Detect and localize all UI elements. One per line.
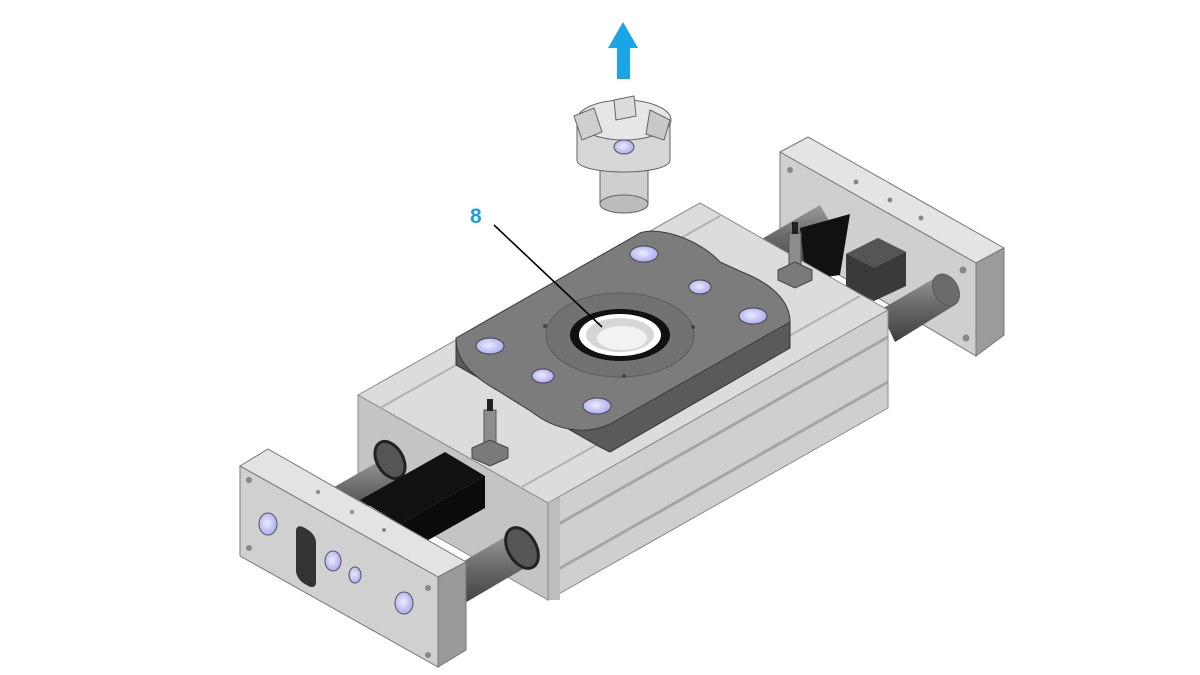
plate-screws [475,245,768,415]
coupling-part [573,95,672,214]
port-screw-1 [258,512,278,536]
port-screw-4 [394,591,414,615]
direction-arrow-up-icon [608,22,638,79]
port-screw-2 [324,550,342,572]
screw-2 [688,279,712,295]
guide-rod-rear [880,273,960,342]
stop-block [846,238,906,301]
screw-5 [531,368,555,384]
front-end-plate [239,448,468,668]
port-screw-3 [348,566,362,584]
callout-number: 8 [470,205,482,228]
callout-8: 8 [470,205,603,328]
screw-1 [629,245,659,263]
stop-screw-left [471,399,509,467]
screw-6 [582,397,612,415]
screw-3 [738,307,768,325]
callout-leader-line [493,224,603,328]
screw-4 [475,337,505,355]
yoke-plate [455,230,791,453]
stop-screw-right [777,222,813,289]
